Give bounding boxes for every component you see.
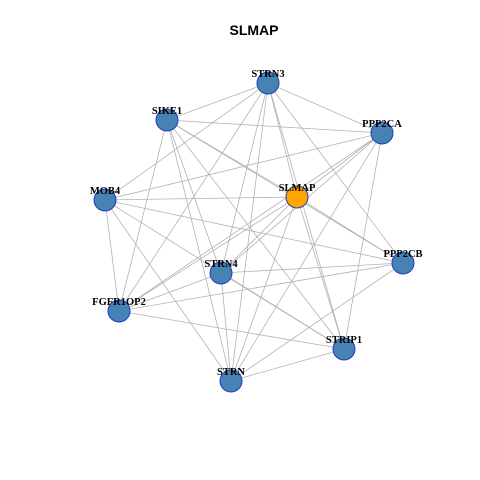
edge-slmap-fgfr1op2	[118, 196, 298, 312]
node-strn3[interactable]	[256, 71, 280, 95]
edge-strn3-strip1	[267, 82, 345, 350]
node-label-fgfr1op2: FGFR1OP2	[92, 297, 146, 308]
edge-strn3-strn4	[220, 82, 269, 274]
edge-ppp2cb-fgfr1op2	[118, 262, 404, 312]
edge-sike1-strn4	[166, 119, 222, 274]
node-label-ppp2ca: PPP2CA	[362, 119, 402, 130]
node-label-strn4: STRN4	[204, 259, 238, 270]
edge-ppp2ca-slmap	[296, 132, 383, 198]
edge-slmap-ppp2cb	[296, 196, 404, 264]
edge-strn4-strip1	[220, 272, 345, 350]
node-mob4[interactable]	[93, 188, 117, 212]
node-label-mob4: MOB4	[90, 186, 121, 197]
edge-slmap-strn4	[220, 196, 298, 274]
edge-sike1-fgfr1op2	[118, 119, 168, 312]
edge-slmap-strn	[230, 196, 298, 382]
node-sike1[interactable]	[155, 108, 179, 132]
node-slmap[interactable]	[285, 185, 309, 209]
node-ppp2cb[interactable]	[391, 251, 415, 275]
edge-ppp2cb-strn4	[220, 262, 404, 274]
edge-mob4-fgfr1op2	[104, 199, 120, 312]
edge-strn3-slmap	[267, 82, 298, 198]
edge-strn3-ppp2ca	[267, 82, 383, 134]
node-label-slmap: SLMAP	[279, 183, 316, 194]
edge-fgfr1op2-strip1	[118, 310, 345, 350]
node-label-strip1: STRIP1	[326, 335, 362, 346]
edge-ppp2ca-fgfr1op2	[118, 132, 383, 312]
edge-strn3-fgfr1op2	[118, 82, 269, 312]
edge-strn4-strn	[220, 272, 232, 382]
edge-ppp2ca-mob4	[104, 132, 383, 201]
edge-strn4-fgfr1op2	[118, 272, 222, 312]
node-fgfr1op2[interactable]	[107, 299, 131, 323]
node-label-strn3: STRN3	[251, 69, 284, 80]
edge-ppp2ca-strip1	[343, 132, 383, 350]
edge-strn3-mob4	[104, 82, 269, 201]
edge-strn3-sike1	[166, 82, 269, 121]
edge-strip1-strn	[230, 348, 345, 382]
edge-sike1-strn	[166, 119, 232, 382]
node-label-ppp2cb: PPP2CB	[383, 249, 422, 260]
node-strip1[interactable]	[332, 337, 356, 361]
edge-slmap-mob4	[104, 196, 298, 201]
edge-mob4-strn	[104, 199, 232, 382]
node-label-strn: STRN	[217, 367, 245, 378]
node-strn4[interactable]	[209, 261, 233, 285]
chart-title: SLMAP	[230, 22, 279, 38]
nodes-layer	[93, 71, 415, 393]
edge-slmap-strip1	[296, 196, 345, 350]
edge-sike1-strip1	[166, 119, 345, 350]
edge-ppp2ca-strn	[230, 132, 383, 382]
node-strn[interactable]	[219, 369, 243, 393]
edge-ppp2cb-strn	[230, 262, 404, 382]
node-label-sike1: SIKE1	[152, 106, 182, 117]
edges-layer	[104, 82, 404, 382]
node-ppp2ca[interactable]	[370, 121, 394, 145]
edge-sike1-ppp2ca	[166, 119, 383, 134]
edge-mob4-ppp2cb	[104, 199, 404, 264]
